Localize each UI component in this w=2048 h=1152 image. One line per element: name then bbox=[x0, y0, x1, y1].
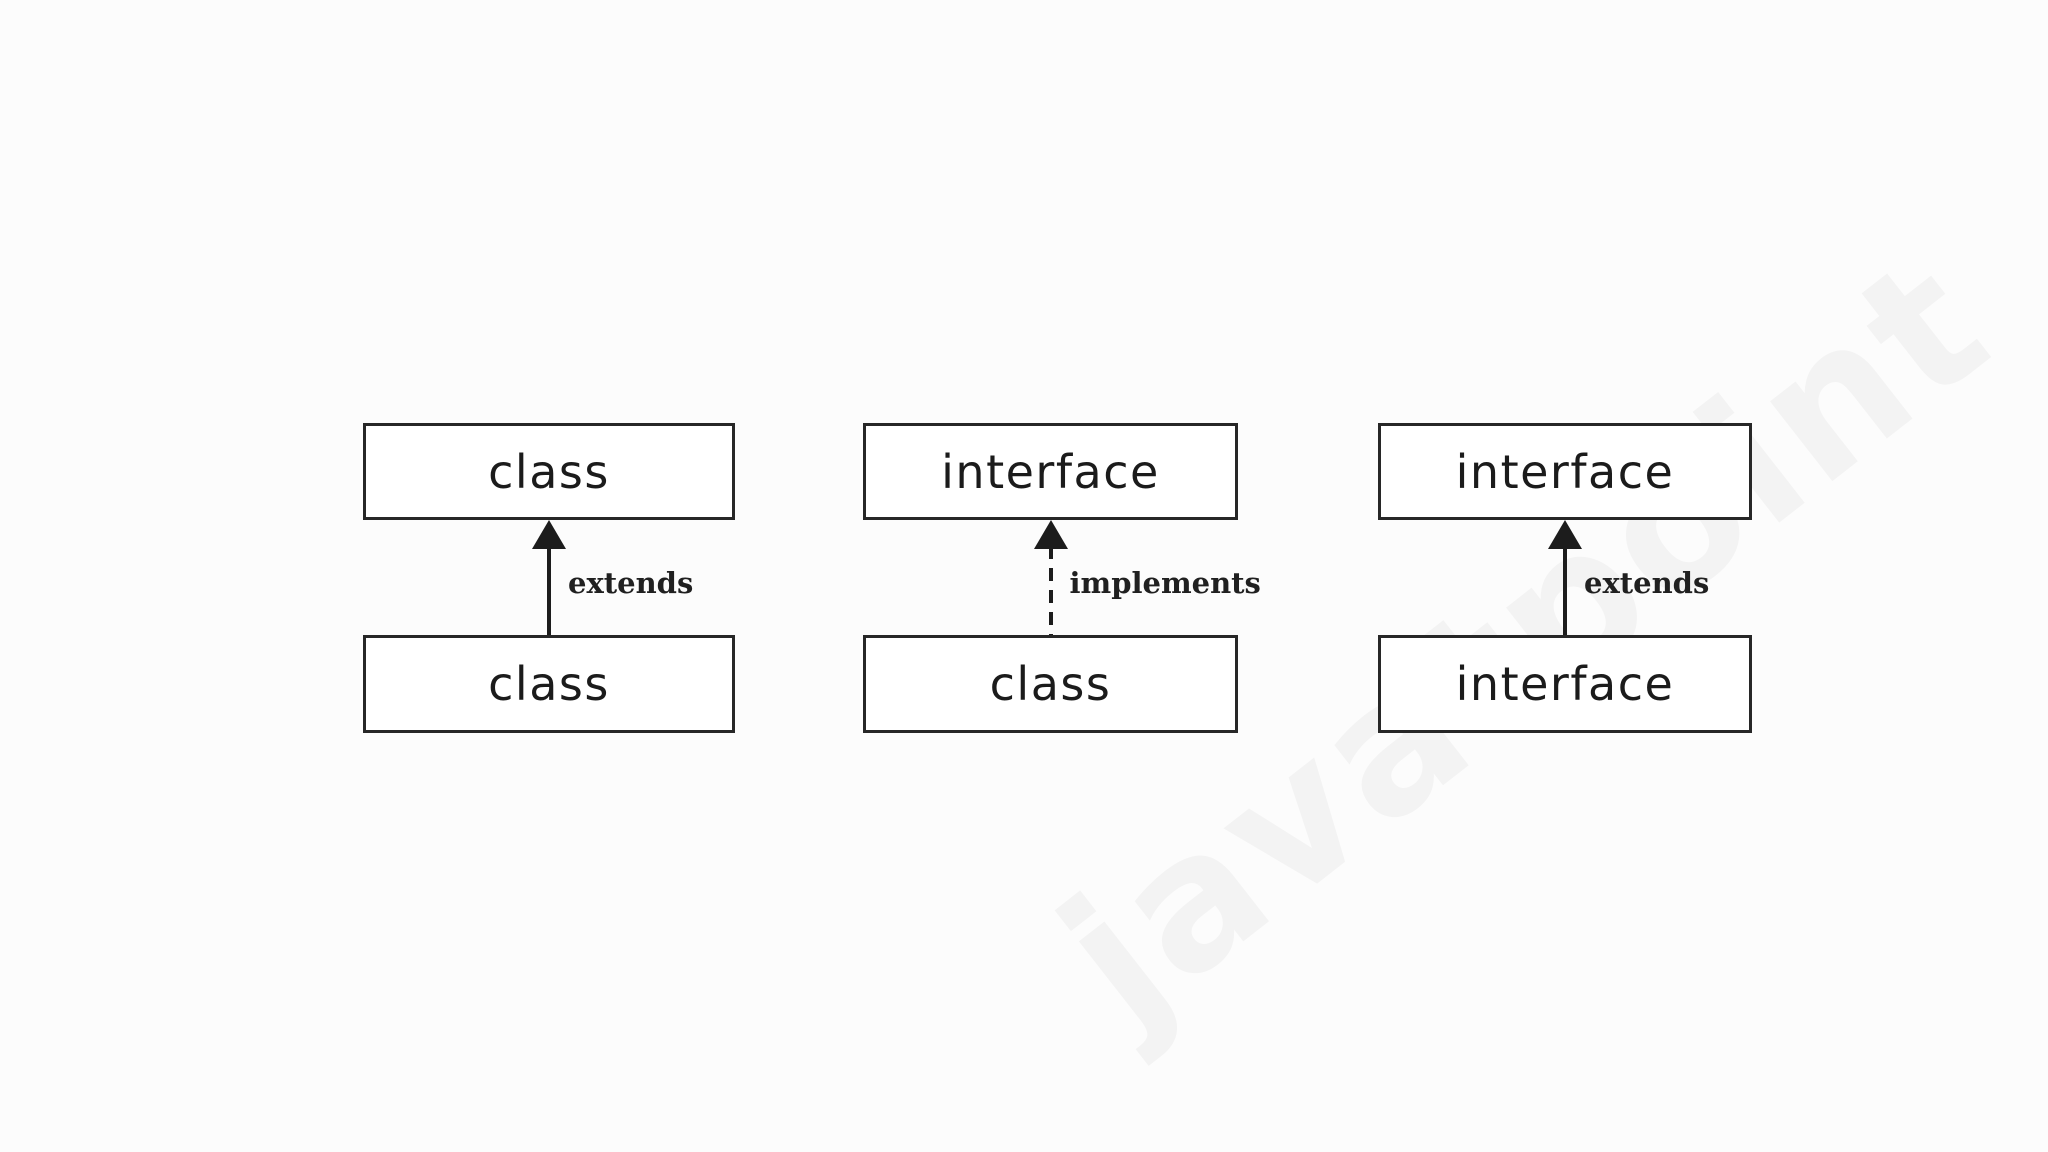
implementing-class-box: class bbox=[863, 635, 1238, 733]
edge-label-extends: extends bbox=[1584, 566, 1710, 600]
relationship-class-implements-interface: interface implements class bbox=[863, 423, 1261, 733]
dashed-arrow-line bbox=[1048, 546, 1053, 635]
arrowhead-icon bbox=[1033, 520, 1068, 549]
edge-label-extends: extends bbox=[568, 566, 694, 600]
parent-class-box: class bbox=[363, 423, 735, 520]
child-class-box: class bbox=[363, 635, 735, 733]
parent-interface-box: interface bbox=[1378, 423, 1752, 520]
relationship-interface-extends-interface: interface extends interface bbox=[1378, 423, 1752, 733]
relationship-class-extends-class: class extends class bbox=[363, 423, 735, 733]
solid-arrow-line bbox=[1563, 546, 1567, 635]
solid-arrow-line bbox=[547, 546, 551, 635]
edge-label-implements: implements bbox=[1069, 566, 1261, 600]
child-interface-box: interface bbox=[1378, 635, 1752, 733]
arrowhead-icon bbox=[532, 520, 566, 549]
interface-box: interface bbox=[863, 423, 1238, 520]
arrowhead-icon bbox=[1548, 520, 1582, 549]
